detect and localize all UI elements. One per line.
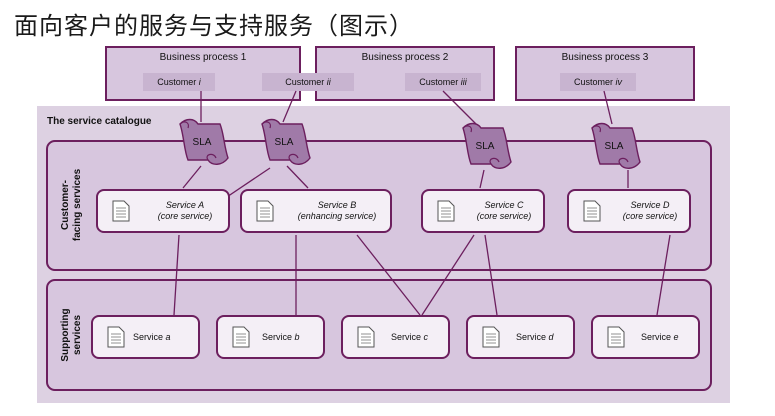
customer-ii: Customer ii [262, 73, 354, 91]
connector-line [173, 234, 180, 316]
service-c: Service c [341, 315, 450, 359]
service-desc: (core service) [622, 211, 678, 221]
service-name: Service c [391, 332, 429, 342]
service-name: Service e [641, 332, 679, 342]
connector-line [421, 234, 475, 316]
document-icon [256, 200, 274, 222]
connector-line [603, 90, 613, 125]
document-icon [107, 326, 125, 348]
sla-scroll-2: SLA [256, 118, 314, 170]
service-name: Service D [630, 200, 670, 210]
service-name: Service C [484, 200, 524, 210]
service-e: Service e [591, 315, 700, 359]
scroll-icon [591, 122, 641, 169]
sla-scroll-1: SLA [174, 118, 232, 170]
connector-line [286, 165, 309, 189]
document-icon [232, 326, 250, 348]
sla-label: SLA [192, 137, 212, 148]
service-name: Service d [516, 332, 554, 342]
business-process-title: Business process 1 [159, 52, 247, 63]
connector-line [282, 90, 297, 123]
page-title: 面向客户的服务与支持服务（图示） [14, 12, 414, 40]
document-icon [437, 200, 455, 222]
service-desc: (core service) [476, 211, 532, 221]
customer-i: Customer i [143, 73, 215, 91]
service-desc: (core service) [157, 211, 213, 221]
service-a: Service a [91, 315, 200, 359]
sla-label: SLA [274, 137, 294, 148]
service-b: Service b [216, 315, 325, 359]
service-B: Service B (enhancing service) [240, 189, 392, 233]
document-icon [583, 200, 601, 222]
business-process-title: Business process 2 [361, 52, 449, 63]
service-A: Service A (core service) [96, 189, 230, 233]
document-icon [482, 326, 500, 348]
scroll-icon [179, 118, 229, 165]
sla-scroll-4: SLA [586, 122, 644, 174]
sla-label: SLA [604, 141, 624, 152]
connector-line [356, 234, 421, 316]
connector-line [182, 165, 202, 189]
business-process-title: Business process 3 [561, 52, 649, 63]
business-process-3: Business process 3 [515, 46, 695, 101]
connector-line [442, 90, 477, 125]
connector-line [656, 234, 671, 316]
document-icon [607, 326, 625, 348]
customer-iv: Customer iv [560, 73, 636, 91]
service-D: Service D (core service) [567, 189, 691, 233]
catalogue-label: The service catalogue [47, 116, 152, 127]
service-name: Service a [133, 332, 171, 342]
service-name: Service B [317, 200, 357, 210]
scroll-icon [462, 122, 512, 169]
sla-label: SLA [475, 141, 495, 152]
service-C: Service C (core service) [421, 189, 545, 233]
document-icon [357, 326, 375, 348]
document-icon [112, 200, 130, 222]
scroll-icon [261, 118, 311, 165]
connector-line [479, 169, 485, 189]
sla-scroll-3: SLA [457, 122, 515, 174]
service-name: Service A [165, 200, 205, 210]
customer-iii: Customer iii [405, 73, 481, 91]
service-d: Service d [466, 315, 575, 359]
service-name: Service b [262, 332, 300, 342]
connector-line [484, 234, 498, 316]
service-desc: (enhancing service) [297, 211, 377, 221]
